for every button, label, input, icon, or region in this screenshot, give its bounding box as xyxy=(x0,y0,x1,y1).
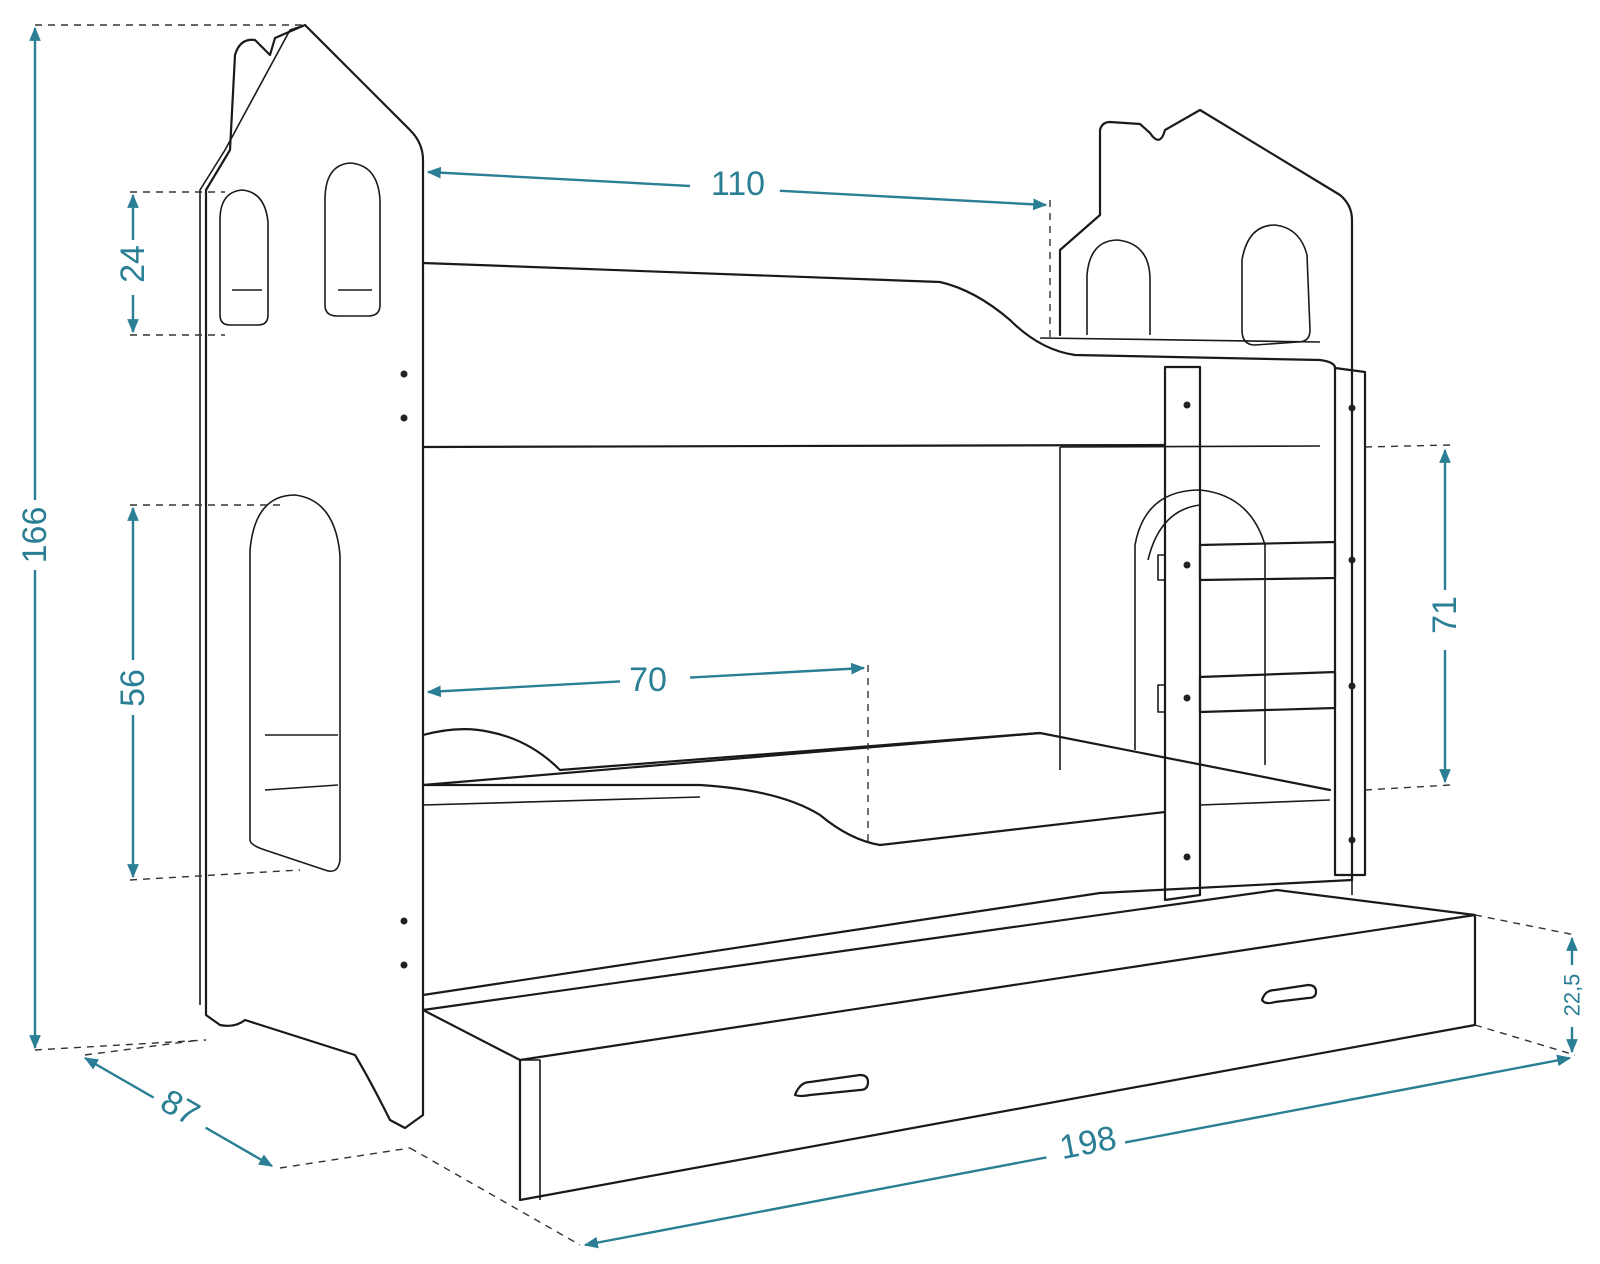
label-drawer-height: 22,5 xyxy=(1560,974,1585,1017)
trundle-drawer xyxy=(421,888,1477,1202)
upper-back-guard xyxy=(421,261,1337,370)
left-upper-window-2 xyxy=(324,162,381,317)
upper-rail-top xyxy=(1039,337,1321,343)
lower-bunk-base xyxy=(421,878,1354,997)
screw xyxy=(400,917,408,925)
lower-bunk-side xyxy=(1199,799,1331,806)
label-upper-length: 110 xyxy=(711,165,765,203)
drawer-handle-back xyxy=(1260,983,1318,1005)
left-lower-window-rail-bottom xyxy=(264,784,339,791)
label-ladder-height: 71 xyxy=(1426,596,1464,634)
right-end-panel xyxy=(1058,108,1354,882)
lower-front-guard xyxy=(421,783,1167,847)
right-lower-window-inner xyxy=(1147,504,1201,561)
bed-outline xyxy=(199,23,1477,1202)
drawer-handle-front xyxy=(793,1073,870,1098)
screw xyxy=(400,370,408,378)
lower-back-guard xyxy=(421,728,1332,792)
left-panel-edge xyxy=(199,24,306,1005)
right-upper-window-1 xyxy=(1086,239,1151,335)
extension-lines xyxy=(34,24,1576,1246)
label-total-height: 166 xyxy=(16,507,54,564)
lower-front-rail-bottom xyxy=(422,796,701,806)
label-lower-opening: 70 xyxy=(629,661,667,699)
screw xyxy=(400,961,408,969)
left-upper-window-1 xyxy=(219,189,269,326)
right-upper-window-2 xyxy=(1241,224,1311,346)
ladder xyxy=(1157,365,1367,902)
dimension-labels: 166 24 56 110 70 71 22,5 87 198 xyxy=(12,162,1588,1175)
label-upper-window: 24 xyxy=(114,245,152,283)
upper-front-rail xyxy=(421,443,1167,449)
label-lower-window: 56 xyxy=(114,669,152,707)
upper-rail-underside xyxy=(1059,445,1321,448)
left-end-panel xyxy=(204,23,425,1130)
lower-front-rail-top xyxy=(421,731,1042,787)
screw xyxy=(400,414,408,422)
left-lower-window xyxy=(249,494,341,873)
